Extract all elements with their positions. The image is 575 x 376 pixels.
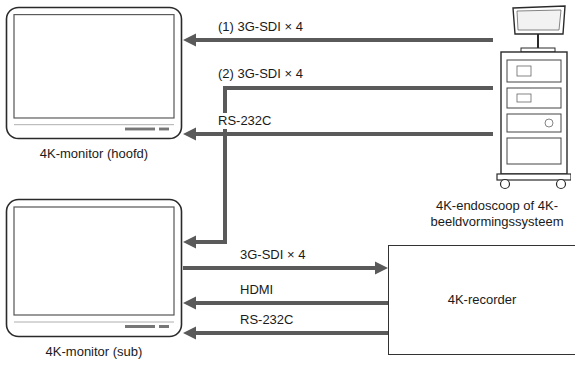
- signal-label: RS-232C: [216, 113, 273, 129]
- arrow-head: [183, 297, 196, 310]
- signal-cable: [183, 128, 493, 141]
- signal-label: RS-232C: [238, 312, 295, 328]
- arrow-head: [183, 236, 196, 249]
- main-monitor: 4K-monitor (hoofd): [5, 6, 183, 140]
- arrow-head: [183, 34, 196, 47]
- sub-monitor: 4K-monitor (sub): [5, 198, 183, 338]
- device-label: 4K-monitor (sub): [5, 344, 183, 360]
- cable-line: [193, 132, 493, 136]
- endoscope-cart-drawing: [493, 4, 571, 190]
- cable-line: [193, 38, 493, 42]
- recorder-box: 4K-recorder: [388, 245, 575, 355]
- device-label: 4K-monitor (hoofd): [5, 146, 183, 162]
- arrow-head: [375, 262, 388, 275]
- signal-label: (2) 3G-SDI × 4: [216, 66, 305, 82]
- device-label: 4K-endoscoop of 4K-beeldvormingssysteem: [421, 198, 573, 229]
- box-label: 4K-recorder: [448, 292, 517, 308]
- signal-cable: [183, 327, 388, 340]
- signal-label: (1) 3G-SDI × 4: [216, 19, 305, 35]
- cable-line: [193, 301, 388, 305]
- signal-cable: [183, 262, 388, 275]
- monitor-drawing: [5, 6, 183, 140]
- signal-label: 3G-SDI × 4: [238, 247, 307, 263]
- cable-line: [193, 331, 388, 335]
- monitor-drawing: [5, 198, 183, 338]
- signal-cable: [183, 34, 493, 47]
- cable-line: [183, 266, 378, 270]
- arrow-head: [183, 128, 196, 141]
- arrow-head: [183, 327, 196, 340]
- endoscope-system: 4K-endoscoop of 4K-beeldvormingssysteem: [493, 4, 571, 190]
- signal-cable: [183, 297, 388, 310]
- signal-label: HDMI: [238, 282, 275, 298]
